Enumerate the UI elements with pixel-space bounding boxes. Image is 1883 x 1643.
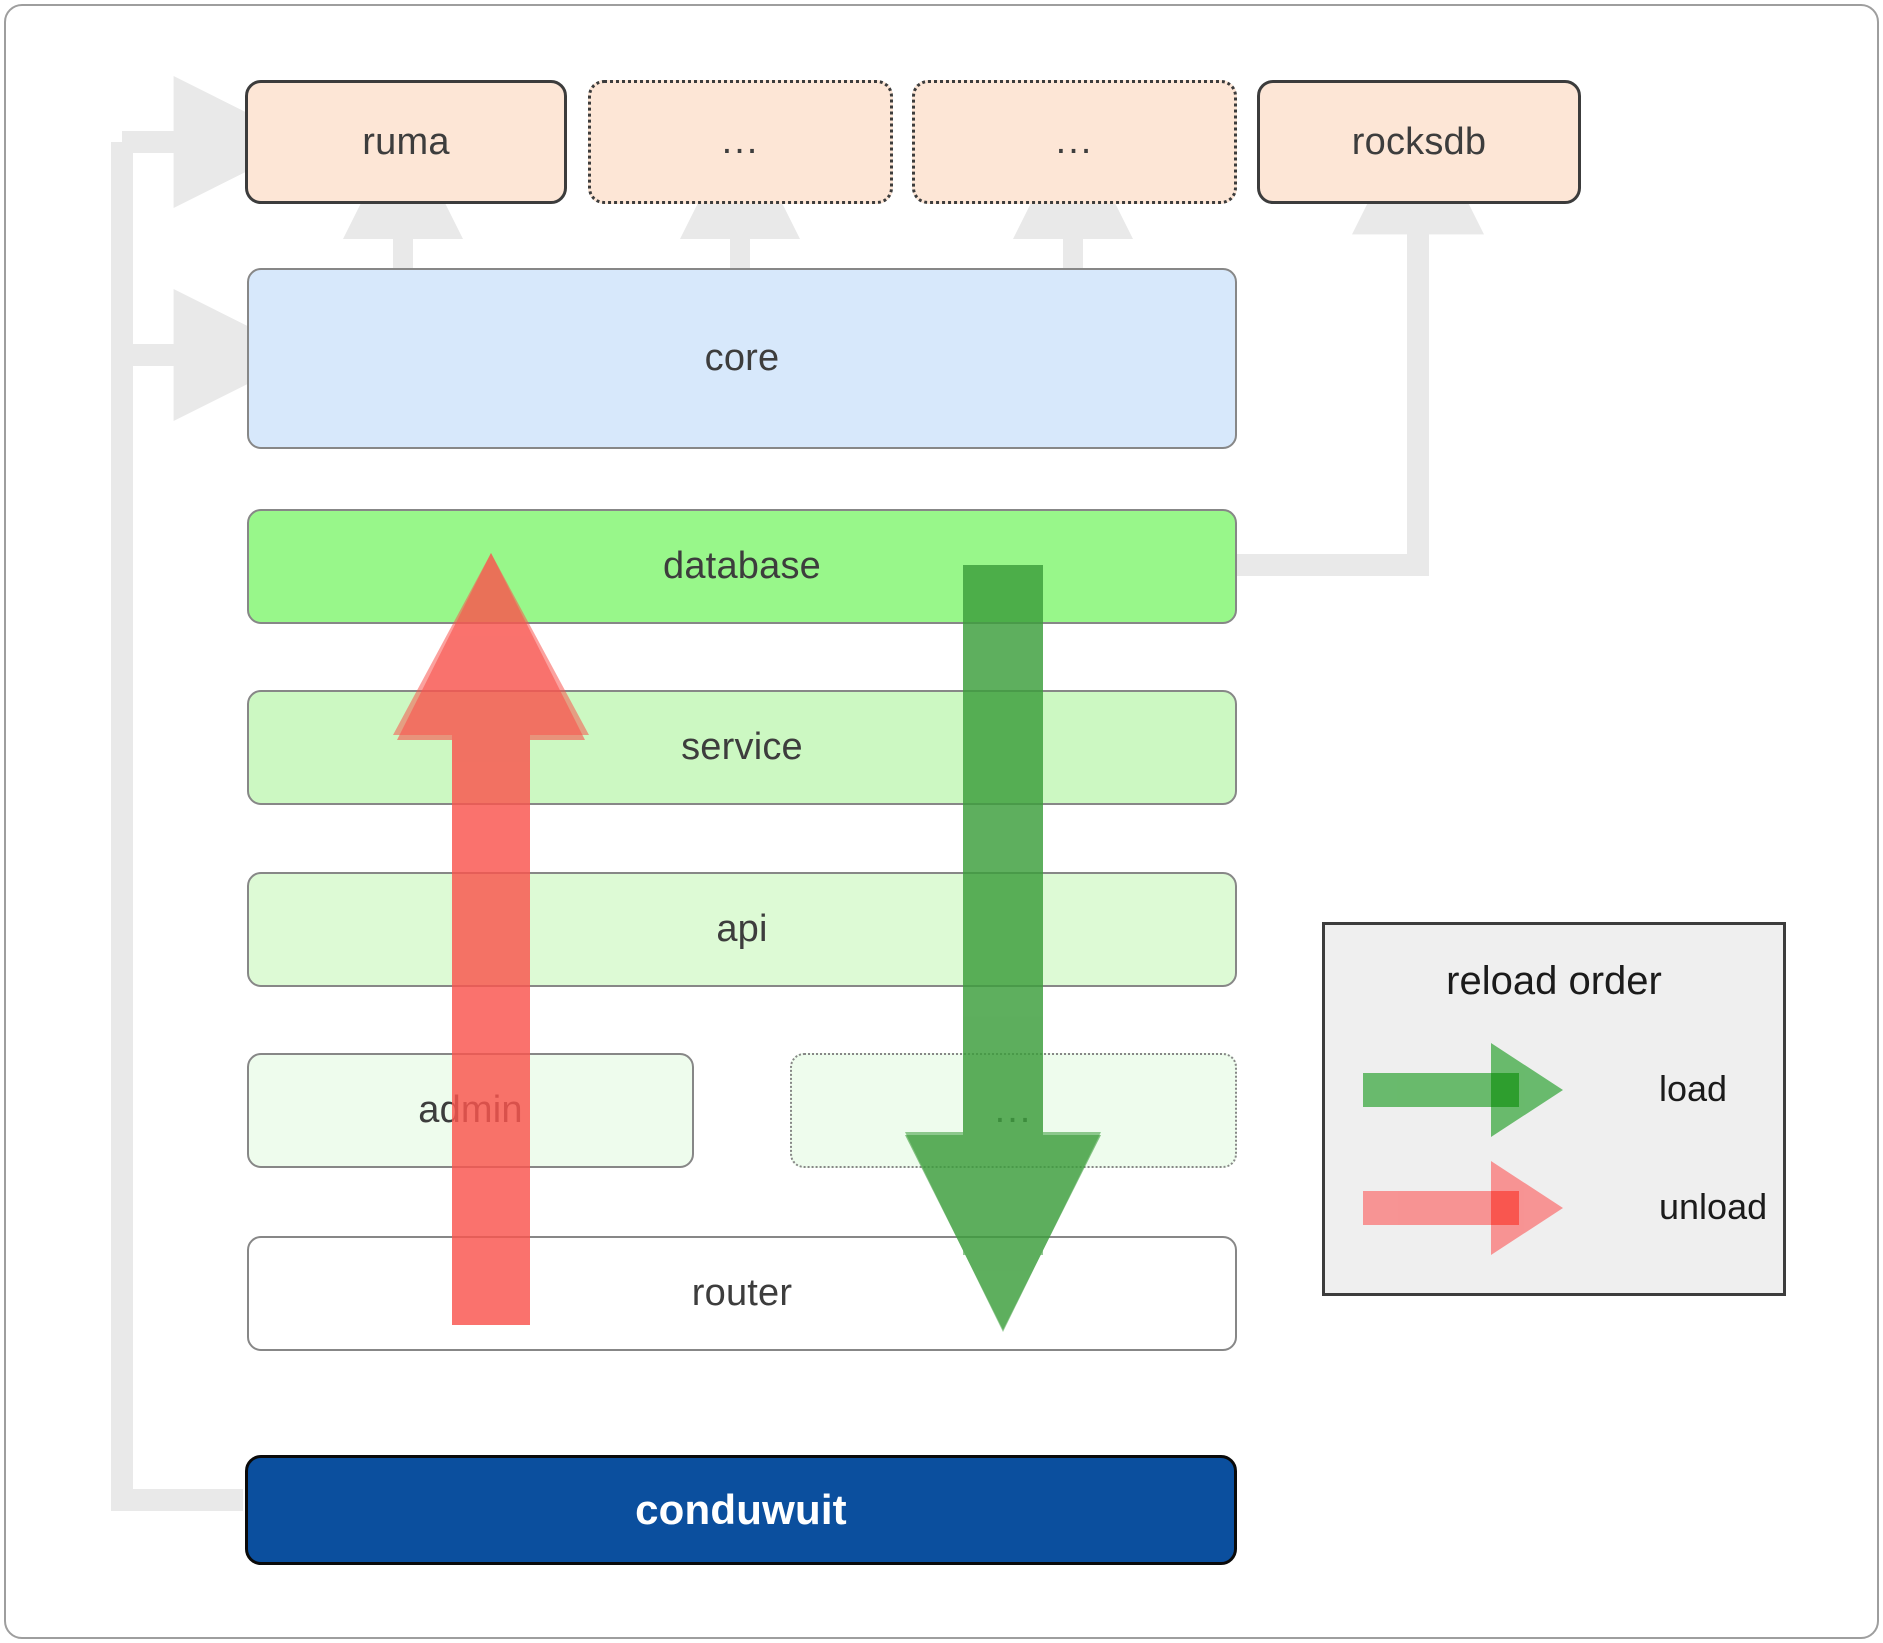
layer-box-database[interactable]: database bbox=[247, 509, 1237, 624]
layer-label: service bbox=[681, 726, 803, 768]
dependency-label: ... bbox=[721, 120, 760, 163]
layer-label: database bbox=[663, 545, 821, 587]
layer-box-api[interactable]: api bbox=[247, 872, 1237, 987]
legend-panel: reload order load unload bbox=[1322, 922, 1786, 1296]
layer-label: router bbox=[691, 1272, 793, 1314]
layer-box-placeholder[interactable]: ... bbox=[790, 1053, 1237, 1168]
legend-title: reload order bbox=[1446, 959, 1662, 1003]
layer-box-service[interactable]: service bbox=[247, 690, 1237, 805]
dependency-box-placeholder-2[interactable]: ... bbox=[912, 80, 1237, 204]
legend-arrow-load bbox=[1363, 1043, 1563, 1137]
root-label: conduwuit bbox=[635, 1486, 847, 1533]
diagram-frame bbox=[4, 4, 1879, 1639]
core-box[interactable]: core bbox=[247, 268, 1237, 449]
layer-label: api bbox=[716, 908, 768, 950]
layer-box-router[interactable]: router bbox=[247, 1236, 1237, 1351]
layer-box-admin[interactable]: admin bbox=[247, 1053, 694, 1168]
dependency-box-rocksdb[interactable]: rocksdb bbox=[1257, 80, 1581, 204]
layer-label: ... bbox=[994, 1088, 1033, 1131]
dependency-label: ruma bbox=[362, 120, 450, 163]
legend-label-load: load bbox=[1659, 1068, 1728, 1109]
layer-label: admin bbox=[418, 1089, 523, 1131]
core-label: core bbox=[704, 337, 780, 379]
legend-arrow-unload bbox=[1363, 1161, 1563, 1255]
dependency-box-ruma[interactable]: ruma bbox=[245, 80, 567, 204]
dependency-label: ... bbox=[1055, 120, 1094, 163]
root-box-conduwuit[interactable]: conduwuit bbox=[245, 1455, 1237, 1565]
dependency-label: rocksdb bbox=[1351, 120, 1487, 163]
legend-label-unload: unload bbox=[1659, 1186, 1768, 1227]
dependency-box-placeholder-1[interactable]: ... bbox=[588, 80, 893, 204]
